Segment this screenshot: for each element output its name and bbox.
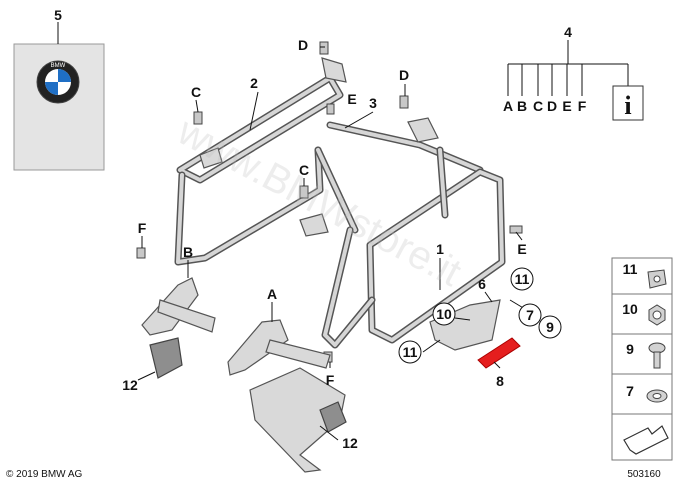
frame-brackets	[199, 57, 439, 237]
label-4: 4	[564, 24, 572, 40]
label-2: 2	[250, 75, 258, 91]
legend-row-11[interactable]: 11	[623, 261, 667, 289]
legend-row-7[interactable]: 7	[626, 383, 668, 403]
label-c-center: C	[299, 162, 309, 178]
callout-9: 9	[538, 315, 562, 339]
legend-num-11: 11	[623, 261, 638, 277]
kit-letter-c: C	[533, 98, 543, 114]
diagram-number: 503160	[627, 469, 661, 480]
kit-letter-a: A	[503, 98, 513, 114]
legend-num-9: 9	[626, 341, 634, 357]
legend-row-10[interactable]: 10	[622, 301, 666, 326]
mount-bracket-a[interactable]	[227, 319, 331, 376]
kit-letter-b: B	[517, 98, 527, 114]
label-f-left: F	[138, 220, 147, 236]
callout-11-lower: 11	[398, 340, 422, 364]
bmw-roundel-icon: BMW	[36, 60, 80, 104]
label-f-lower: F	[326, 372, 335, 388]
label-11-lower: 11	[403, 344, 418, 360]
label-c-left: C	[191, 84, 201, 100]
label-5: 5	[54, 7, 62, 23]
label-12-lower: 12	[342, 435, 358, 451]
info-icon[interactable]: i	[612, 85, 644, 121]
legend-num-10: 10	[622, 301, 638, 317]
label-6: 6	[478, 276, 486, 292]
washer-icon	[646, 389, 668, 403]
label-10: 10	[436, 306, 452, 322]
lock-nut-icon	[648, 304, 666, 326]
label-d-upper: D	[298, 37, 308, 53]
label-8: 8	[496, 373, 504, 389]
reflector-8[interactable]	[477, 337, 521, 369]
label-a: A	[267, 286, 277, 302]
bolt-d-right[interactable]	[399, 95, 409, 109]
kit-letter-f: F	[578, 98, 587, 114]
leader-lines	[137, 46, 526, 441]
bracket-6[interactable]	[429, 299, 501, 351]
label-9: 9	[546, 319, 554, 335]
kit-tree-4	[507, 40, 629, 96]
callout-11-upper: 11	[510, 267, 534, 291]
label-d-right: D	[399, 67, 409, 83]
footpeg-plate-12-lower[interactable]	[249, 367, 347, 473]
bolt-e-upper[interactable]	[326, 103, 335, 115]
callout-7: 7	[518, 303, 542, 327]
label-3: 3	[369, 95, 377, 111]
bolt-e-right[interactable]	[509, 225, 523, 234]
legend-row-9[interactable]: 9	[626, 341, 666, 369]
label-e-upper: E	[347, 91, 356, 107]
kit-letter-e: E	[562, 98, 571, 114]
clip-nut-icon	[647, 269, 667, 289]
screw-icon	[648, 342, 666, 369]
copyright-text: © 2019 BMW AG	[6, 469, 83, 480]
logo-text: BMW	[51, 63, 66, 69]
legend-num-7: 7	[626, 383, 634, 399]
footpeg-plate-12-left[interactable]	[149, 337, 183, 379]
kit-letter-d: D	[547, 98, 557, 114]
bolt-f-left[interactable]	[136, 247, 146, 259]
label-b: B	[183, 244, 193, 260]
callout-10: 10	[432, 302, 456, 326]
label-e-right: E	[517, 241, 526, 257]
label-1: 1	[436, 241, 444, 257]
info-glyph: i	[624, 91, 631, 120]
label-12-left: 12	[122, 377, 138, 393]
pannier-frame[interactable]	[174, 74, 506, 349]
arrow-box-icon	[623, 425, 669, 455]
label-7: 7	[526, 307, 534, 323]
bolt-d-upper[interactable]	[319, 41, 329, 55]
label-11-upper: 11	[515, 271, 530, 287]
mount-bracket-b[interactable]	[141, 277, 216, 336]
